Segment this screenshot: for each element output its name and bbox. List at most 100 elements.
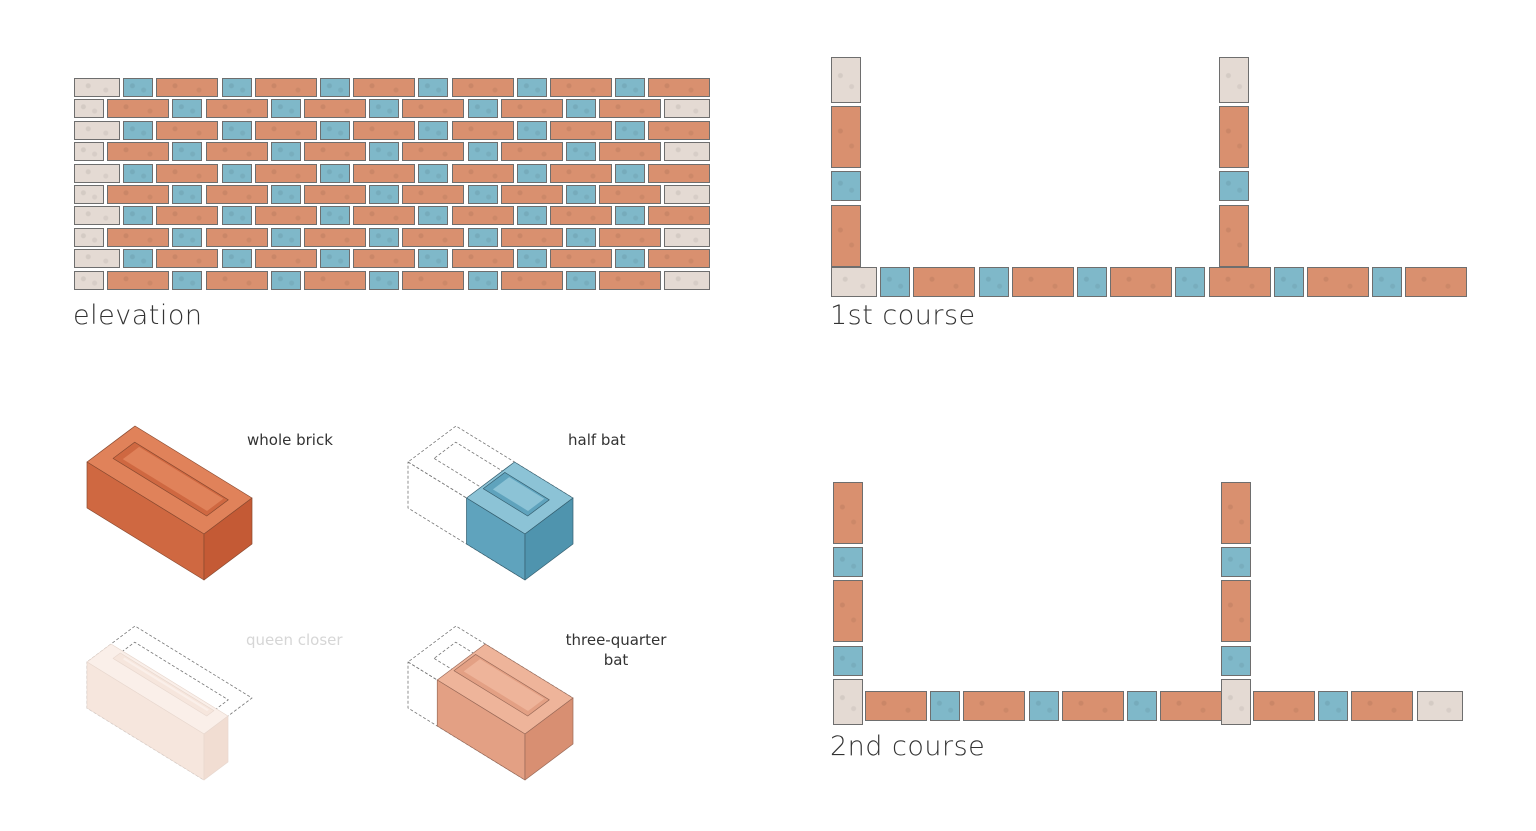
- queen-closer: [74, 270, 104, 290]
- half-bat: [221, 249, 252, 269]
- whole-brick: [550, 249, 612, 269]
- half-bat: [123, 78, 154, 97]
- whole-brick: [963, 691, 1026, 721]
- whole-brick: [107, 99, 170, 119]
- half-bat: [467, 142, 498, 162]
- half-bat: [615, 120, 646, 140]
- half-bat: [566, 142, 596, 162]
- half-bat: [516, 249, 547, 269]
- frog-base: [122, 657, 209, 711]
- whole-brick: [500, 270, 563, 290]
- whole-brick: [205, 142, 268, 162]
- half-bat: [172, 270, 203, 290]
- whole-brick: [1351, 691, 1414, 721]
- whole-brick: [648, 163, 711, 183]
- half-bat: [467, 99, 498, 119]
- queen-closer: [1416, 691, 1463, 721]
- half-bat: [833, 645, 863, 676]
- whole-brick: [913, 267, 976, 297]
- second-course-title: 2nd course: [830, 731, 986, 762]
- whole-brick: [451, 78, 514, 97]
- half-bat: [172, 99, 203, 119]
- queen-closer-iso: [86, 625, 253, 781]
- whole-brick: [353, 120, 416, 140]
- whole-brick: [1219, 106, 1249, 169]
- whole-brick: [451, 206, 514, 226]
- half-bat: [516, 206, 547, 226]
- half-bat: [566, 227, 596, 247]
- whole-brick: [500, 227, 563, 247]
- whole-brick: [599, 142, 662, 162]
- whole-brick: [500, 142, 563, 162]
- half-bat: [270, 270, 301, 290]
- whole-brick: [1011, 267, 1074, 297]
- whole-brick: [1219, 204, 1249, 267]
- half-bat: [172, 185, 203, 204]
- queen-closer: [74, 78, 120, 97]
- half-bat: [516, 78, 547, 97]
- half-bat: [1221, 547, 1251, 578]
- whole-brick: [156, 120, 219, 140]
- queen-closer: [833, 678, 863, 725]
- end-face: [524, 697, 574, 781]
- whole-brick: [1160, 691, 1223, 721]
- queen-closer: [664, 270, 711, 290]
- whole-brick: [451, 163, 514, 183]
- half-bat: [615, 163, 646, 183]
- half-bat: [123, 249, 154, 269]
- frog-base: [492, 477, 545, 511]
- whole-brick: [304, 99, 366, 119]
- half-bat: [369, 142, 400, 162]
- whole-brick: [550, 163, 612, 183]
- half-bat: [880, 267, 911, 297]
- whole-brick: [353, 163, 416, 183]
- whole-brick: [254, 249, 317, 269]
- whole-brick: [402, 99, 465, 119]
- half-bat: [1028, 691, 1059, 721]
- whole-brick: [107, 185, 170, 204]
- whole-brick: [550, 120, 612, 140]
- frog: [112, 652, 215, 717]
- whole-brick: [648, 78, 711, 97]
- queen-closer: [664, 227, 711, 247]
- queen-closer: [1221, 678, 1251, 725]
- whole-brick: [1061, 691, 1124, 721]
- half-bat: [615, 206, 646, 226]
- queen-closer: [831, 57, 861, 103]
- queen-closer: [74, 99, 104, 119]
- half-bat: [1175, 267, 1206, 297]
- three-quarter-bat-label: three-quarter bat: [562, 630, 670, 670]
- whole-brick: [205, 99, 268, 119]
- whole-brick: [1405, 267, 1468, 297]
- whole-brick: [402, 270, 465, 290]
- whole-brick: [402, 185, 465, 204]
- whole-brick: [550, 206, 612, 226]
- first-course-title: 1st course: [830, 300, 976, 331]
- frog-base: [122, 446, 224, 511]
- whole-brick: [156, 249, 219, 269]
- half-bat: [418, 206, 449, 226]
- half-bat: [369, 227, 400, 247]
- half-bat: [1318, 691, 1349, 721]
- whole-brick: [156, 163, 219, 183]
- queen-closer: [74, 249, 120, 269]
- queen-closer: [74, 163, 120, 183]
- half-bat: [369, 270, 400, 290]
- half-bat: [467, 185, 498, 204]
- half-bat: [467, 270, 498, 290]
- half-bat: [1221, 645, 1251, 676]
- whole-brick: [1253, 691, 1315, 721]
- end-face: [203, 497, 253, 581]
- whole-brick: [831, 204, 861, 267]
- whole-brick: [353, 78, 416, 97]
- half-bat-iso: [407, 425, 574, 581]
- whole-brick: [1110, 267, 1173, 297]
- whole-brick: [1208, 267, 1271, 297]
- half-bat: [320, 249, 350, 269]
- whole-brick: [1221, 482, 1251, 544]
- half-bat: [123, 163, 154, 183]
- whole-brick: [831, 106, 861, 169]
- half-bat: [1219, 171, 1249, 202]
- whole-brick: [1221, 580, 1251, 643]
